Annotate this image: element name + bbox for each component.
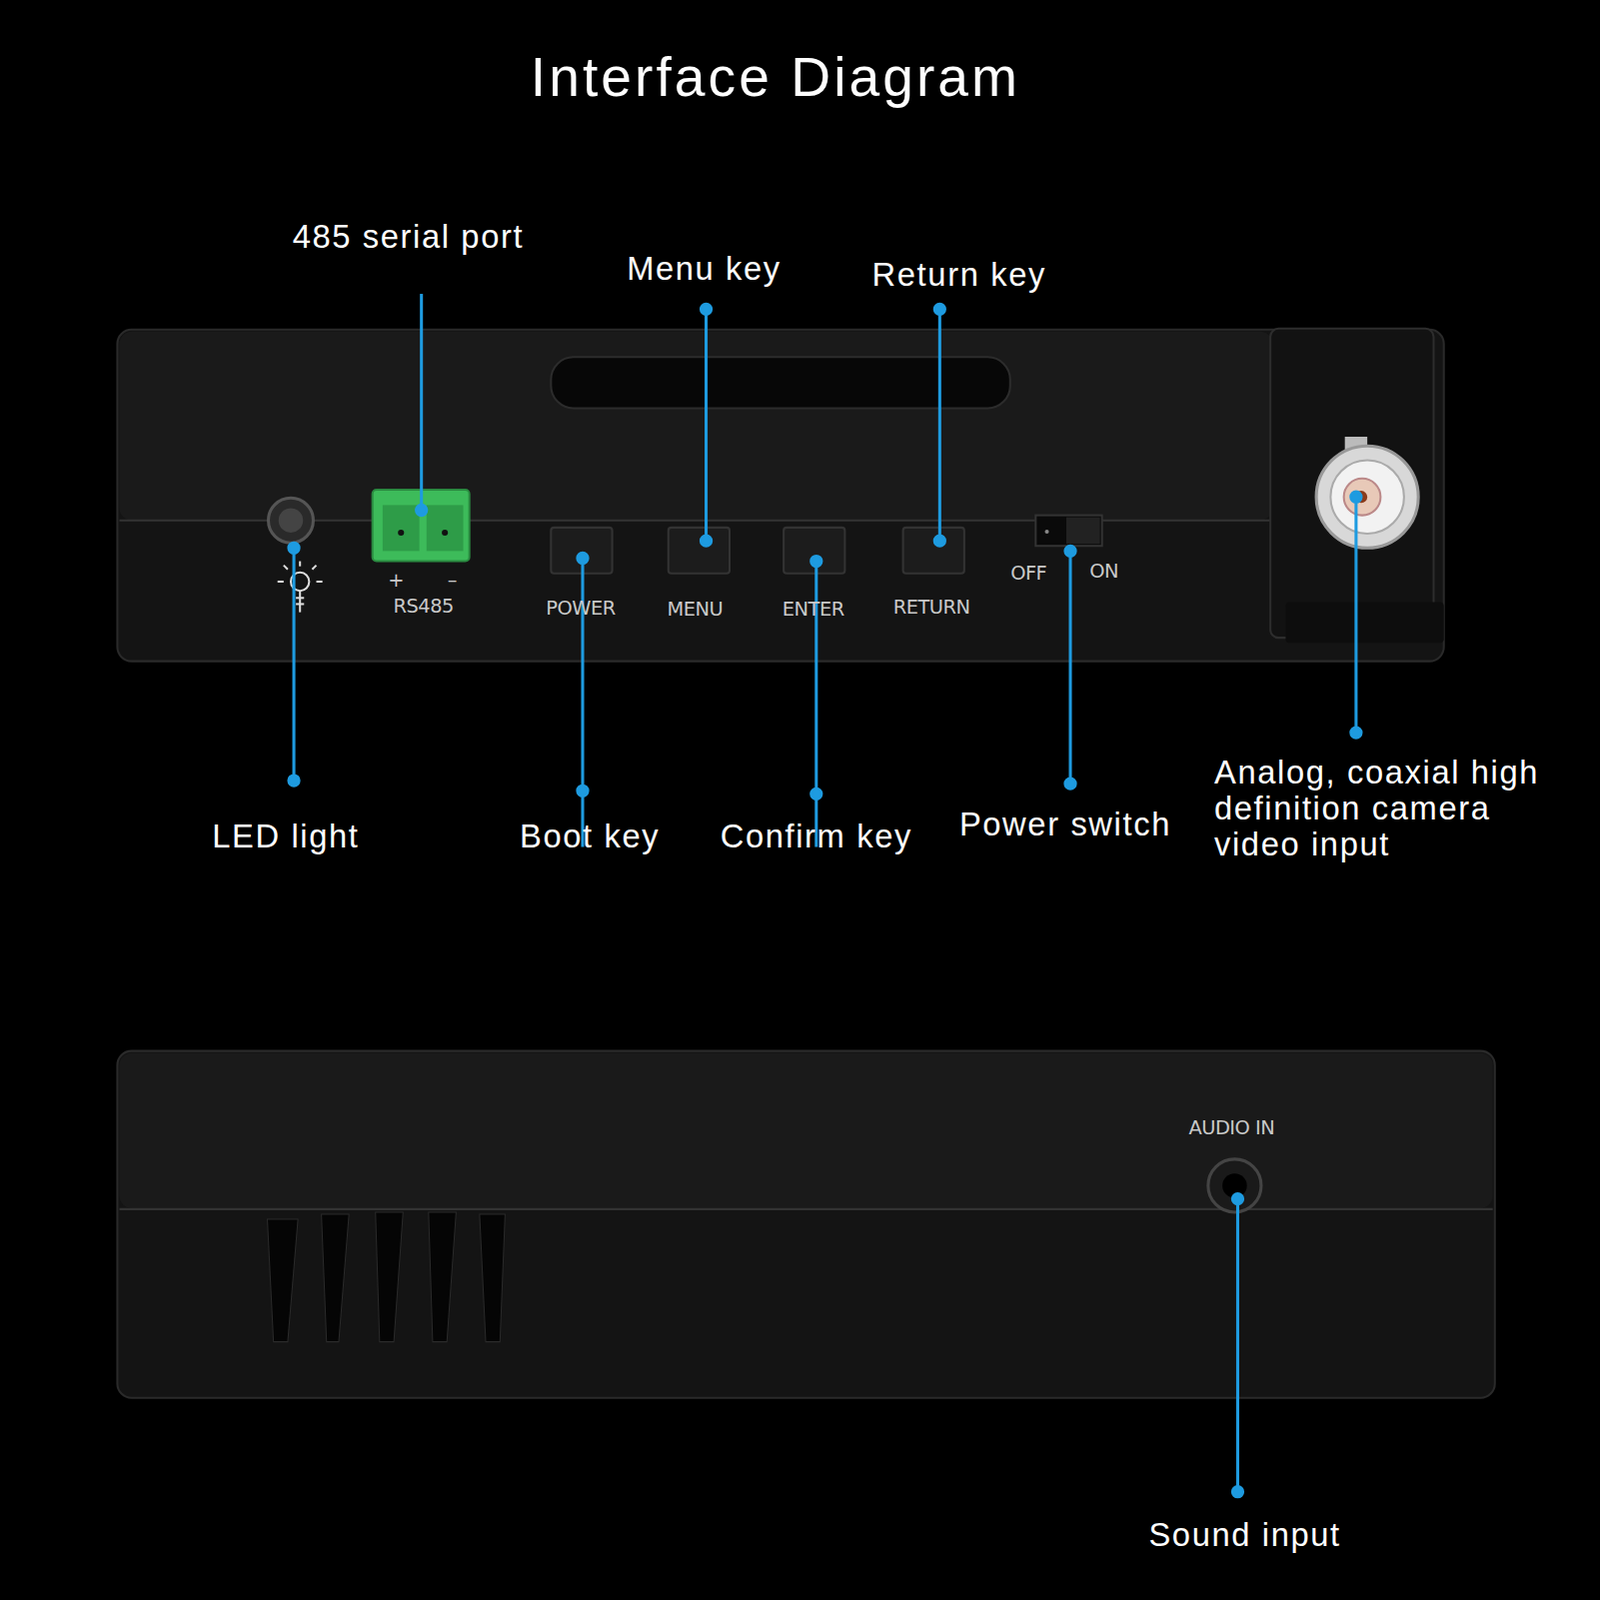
button-marking: ENTER xyxy=(782,596,845,619)
button-marking: POWER xyxy=(545,595,615,618)
switch-marking: ON xyxy=(1089,559,1119,582)
callout-label: Menu key xyxy=(626,250,782,289)
callout-label: 485 serial port xyxy=(292,217,525,256)
button-marking: MENU xyxy=(666,596,723,619)
callout-label: Sound input xyxy=(1148,1517,1341,1556)
callout-label: Boot key xyxy=(519,817,660,856)
callout-label: Power switch xyxy=(959,805,1172,844)
diagram-title: Interface Diagram xyxy=(530,44,1021,108)
callout-label: Confirm key xyxy=(720,817,913,856)
callout-label: LED light xyxy=(211,817,359,856)
terminal-polarity: – xyxy=(447,568,457,591)
callout-label: Analog, coaxial high definition camera v… xyxy=(1214,755,1567,863)
port-marking: RS485 xyxy=(393,593,454,616)
callout-label: Return key xyxy=(872,256,1047,295)
button-marking: RETURN xyxy=(893,594,971,617)
switch-marking: OFF xyxy=(1010,561,1047,584)
port-marking: AUDIO IN xyxy=(1188,1116,1275,1139)
terminal-polarity: + xyxy=(387,568,404,591)
